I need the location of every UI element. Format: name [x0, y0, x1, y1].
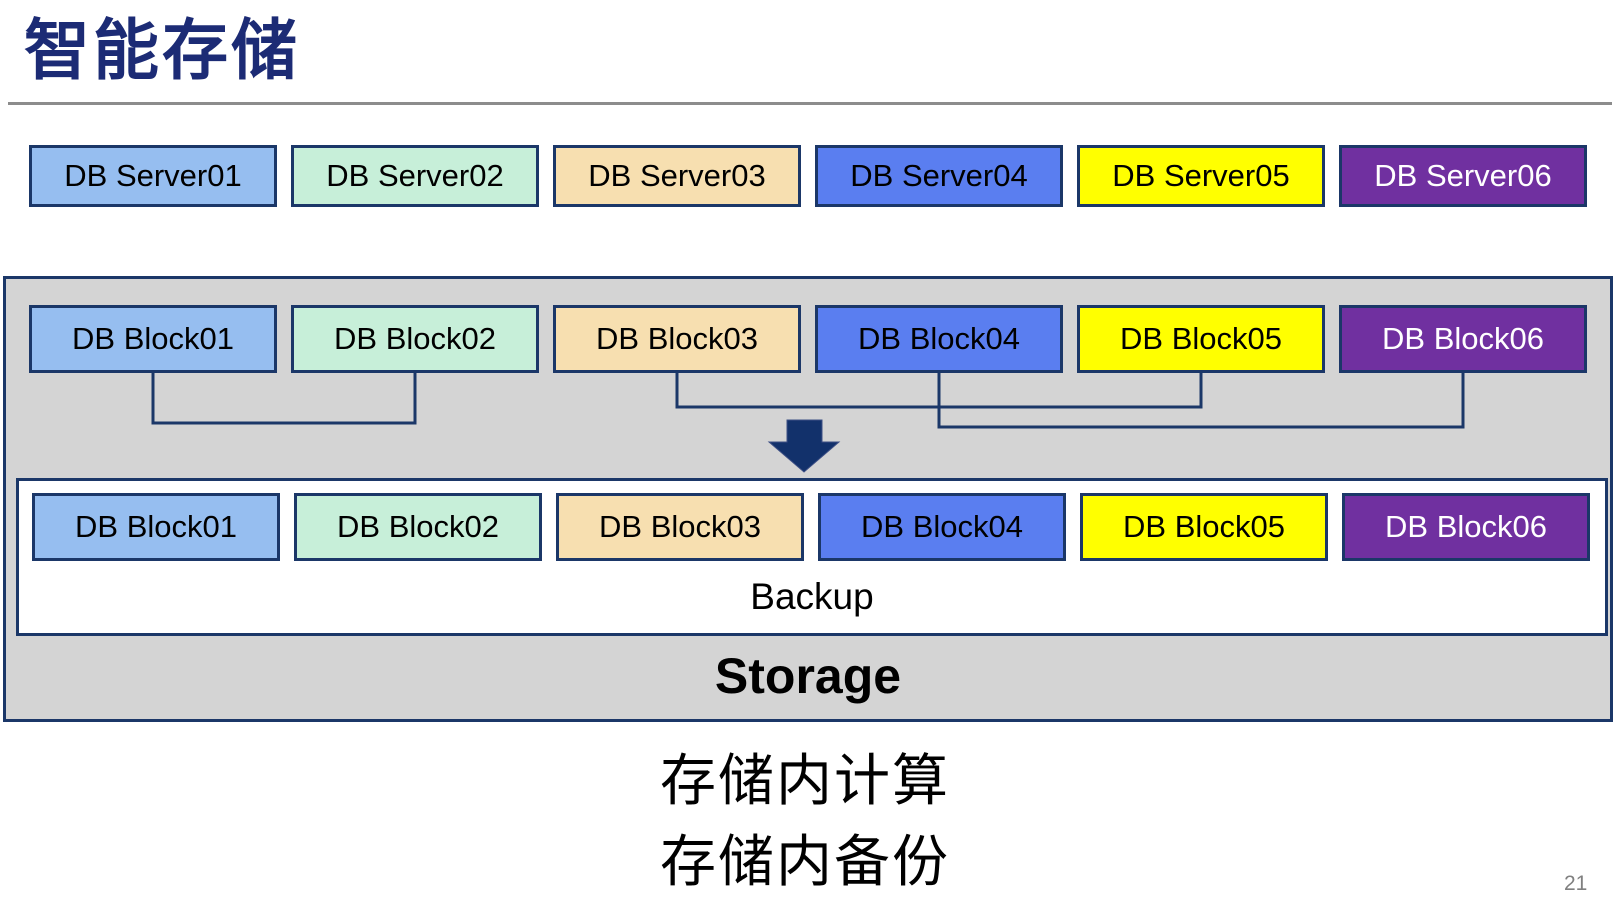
connector-block04-block06	[937, 373, 1465, 429]
db-block-row-top: DB Block01 DB Block02 DB Block03 DB Bloc…	[29, 305, 1587, 373]
backup-box: DB Block01 DB Block02 DB Block03 DB Bloc…	[16, 478, 1608, 636]
db-block-box: DB Block05	[1077, 305, 1325, 373]
db-block-box: DB Block05	[1080, 493, 1328, 561]
annotation-line-2: 存储内备份	[660, 830, 950, 893]
connector-block01-block02	[151, 373, 417, 425]
title-divider	[8, 102, 1612, 105]
db-block-box: DB Block02	[291, 305, 539, 373]
db-server-box: DB Server05	[1077, 145, 1325, 207]
db-server-box: DB Server03	[553, 145, 801, 207]
db-server-box: DB Server02	[291, 145, 539, 207]
db-block-row-bottom: DB Block01 DB Block02 DB Block03 DB Bloc…	[32, 493, 1590, 561]
footer-annotations: 存储内计算 存储内备份	[660, 740, 950, 902]
db-block-box: DB Block06	[1342, 493, 1590, 561]
annotation-line-1: 存储内计算	[660, 749, 950, 812]
db-server-box: DB Server04	[815, 145, 1063, 207]
down-arrow-icon	[767, 419, 841, 473]
db-server-box: DB Server06	[1339, 145, 1587, 207]
db-server-row: DB Server01 DB Server02 DB Server03 DB S…	[29, 145, 1587, 207]
connector-block03-block05	[675, 373, 1203, 409]
db-block-box: DB Block03	[553, 305, 801, 373]
db-block-box: DB Block01	[29, 305, 277, 373]
storage-container: DB Block01 DB Block02 DB Block03 DB Bloc…	[3, 276, 1613, 722]
db-block-box: DB Block04	[815, 305, 1063, 373]
page-number: 21	[1564, 872, 1588, 895]
db-block-box: DB Block03	[556, 493, 804, 561]
db-block-box: DB Block06	[1339, 305, 1587, 373]
db-block-box: DB Block01	[32, 493, 280, 561]
backup-label: Backup	[750, 576, 874, 617]
storage-label: Storage	[714, 648, 902, 704]
page-title: 智能存储	[24, 13, 300, 87]
db-block-box: DB Block04	[818, 493, 1066, 561]
db-block-box: DB Block02	[294, 493, 542, 561]
db-server-box: DB Server01	[29, 145, 277, 207]
